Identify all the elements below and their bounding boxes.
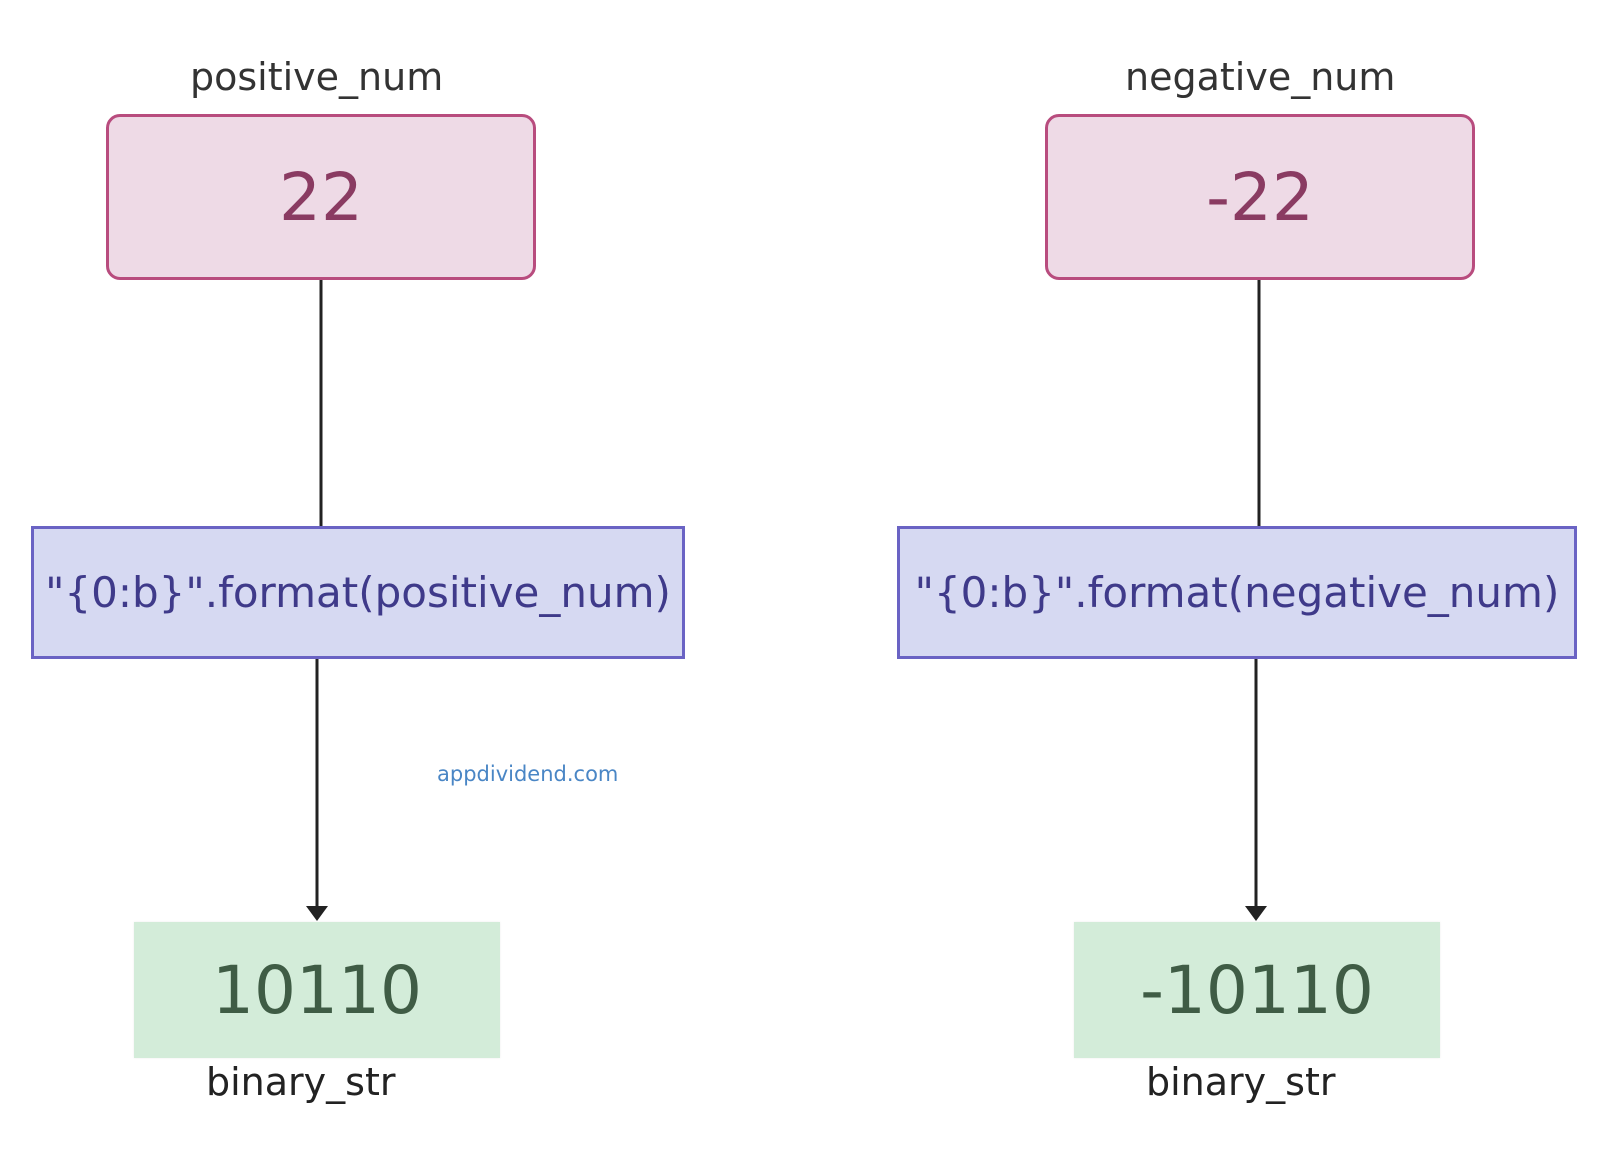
- left-result-label: binary_str: [206, 1060, 396, 1104]
- left-result-text: 10110: [212, 951, 422, 1029]
- right-value-box: -22: [1045, 114, 1475, 280]
- arrowhead-right: [1245, 906, 1267, 921]
- arrowhead-left: [306, 906, 328, 921]
- left-value-box: 22: [106, 114, 536, 280]
- right-result-box: -10110: [1074, 922, 1440, 1058]
- left-variable-label: positive_num: [190, 55, 444, 99]
- right-value-text: -22: [1206, 158, 1314, 236]
- right-operation-box: "{0:b}".format(negative_num): [897, 526, 1577, 659]
- left-value-text: 22: [279, 158, 363, 236]
- watermark-text: appdividend.com: [437, 762, 619, 786]
- right-variable-label: negative_num: [1125, 55, 1396, 99]
- left-operation-box: "{0:b}".format(positive_num): [31, 526, 685, 659]
- left-result-box: 10110: [134, 922, 500, 1058]
- right-result-label: binary_str: [1146, 1060, 1336, 1104]
- right-result-text: -10110: [1140, 951, 1374, 1029]
- left-operation-text: "{0:b}".format(positive_num): [45, 568, 671, 617]
- right-operation-text: "{0:b}".format(negative_num): [914, 568, 1560, 617]
